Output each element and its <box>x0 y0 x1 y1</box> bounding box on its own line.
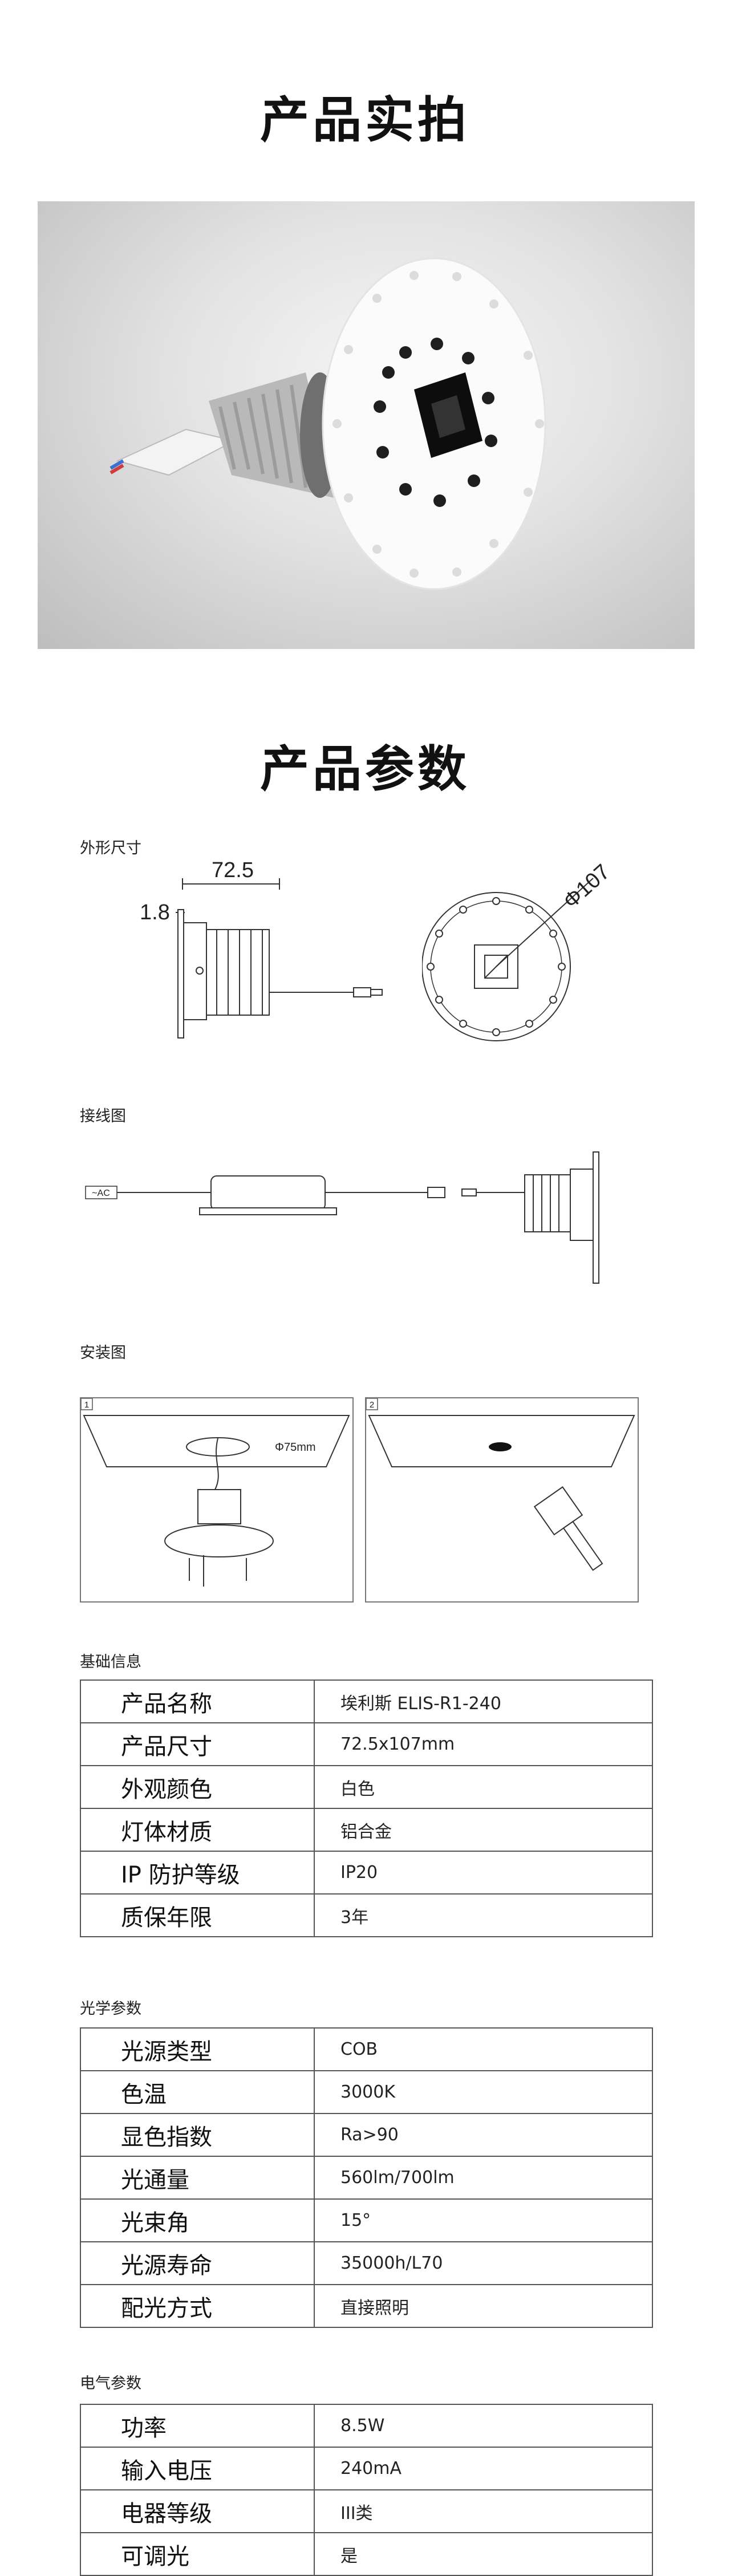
diameter-dimension: Φ107 <box>559 860 615 914</box>
basic-info-label: 基础信息 <box>80 1653 141 1671</box>
product-photo <box>38 201 695 649</box>
row-key: IP 防护等级 <box>80 1851 315 1895</box>
row-key: 输入电压 <box>80 2447 315 2490</box>
step-1-number: 1 <box>84 1400 89 1410</box>
row-value: IP20 <box>314 1851 653 1895</box>
row-value: COB <box>314 2027 653 2071</box>
row-key: 配光方式 <box>80 2284 315 2328</box>
table-row: 产品名称埃利斯 ELIS-R1-240 <box>80 1680 653 1723</box>
row-value: 72.5x107mm <box>314 1722 653 1766</box>
wiring-label: 接线图 <box>80 1108 126 1125</box>
depth-dimension: 72.5 <box>212 858 254 882</box>
optical-label: 光学参数 <box>80 2000 141 2018</box>
electrical-label: 电气参数 <box>80 2375 141 2392</box>
row-value: 3000K <box>314 2070 653 2114</box>
row-key: 灯体材质 <box>80 1808 315 1852</box>
install-step-1: 1 Φ75mm <box>80 1397 354 1603</box>
dimensions-label: 外形尺寸 <box>80 839 141 857</box>
hole-size-label: Φ75mm <box>275 1441 316 1454</box>
wiring-diagram: ~AC <box>80 1141 650 1289</box>
row-value: 直接照明 <box>314 2284 653 2328</box>
row-key: 色温 <box>80 2070 315 2114</box>
params-section-title: 产品参数 <box>260 741 470 798</box>
row-value: 8.5W <box>314 2404 653 2448</box>
photo-section-title: 产品实拍 <box>260 92 470 149</box>
table-row: 配光方式直接照明 <box>80 2284 653 2328</box>
row-key: 质保年限 <box>80 1893 315 1937</box>
install-label: 安装图 <box>80 1344 126 1362</box>
row-value: 铝合金 <box>314 1808 653 1852</box>
row-key: 功率 <box>80 2404 315 2448</box>
row-value: 15° <box>314 2198 653 2242</box>
row-key: 显色指数 <box>80 2113 315 2157</box>
table-row: 可调光是 <box>80 2532 653 2576</box>
row-value: 560lm/700lm <box>314 2156 653 2200</box>
row-key: 产品名称 <box>80 1680 315 1723</box>
table-row: 灯体材质铝合金 <box>80 1808 653 1852</box>
row-key: 光源寿命 <box>80 2241 315 2285</box>
install-step-2: 2 <box>365 1397 639 1603</box>
flange-dimension: 1.8 <box>140 900 170 924</box>
row-key: 电器等级 <box>80 2489 315 2533</box>
side-view-drawing: 72.5 1.8 <box>125 855 411 1049</box>
row-key: 产品尺寸 <box>80 1722 315 1766</box>
table-row: 外观颜色白色 <box>80 1765 653 1809</box>
row-key: 光源类型 <box>80 2027 315 2071</box>
row-key: 外观颜色 <box>80 1765 315 1809</box>
row-value: Ra>90 <box>314 2113 653 2157</box>
row-key: 光束角 <box>80 2198 315 2242</box>
row-value: III类 <box>314 2489 653 2533</box>
row-value: 35000h/L70 <box>314 2241 653 2285</box>
row-value: 埃利斯 ELIS-R1-240 <box>314 1680 653 1723</box>
row-value: 是 <box>314 2532 653 2576</box>
row-value: 白色 <box>314 1765 653 1809</box>
step-2-number: 2 <box>370 1400 374 1410</box>
row-value: 240mA <box>314 2447 653 2490</box>
front-view-drawing: Φ107 <box>421 855 639 1061</box>
row-key: 可调光 <box>80 2532 315 2576</box>
product-photo-illustration <box>110 257 546 590</box>
row-key: 光通量 <box>80 2156 315 2200</box>
row-value: 3年 <box>314 1893 653 1937</box>
ac-tag: ~AC <box>92 1188 110 1198</box>
